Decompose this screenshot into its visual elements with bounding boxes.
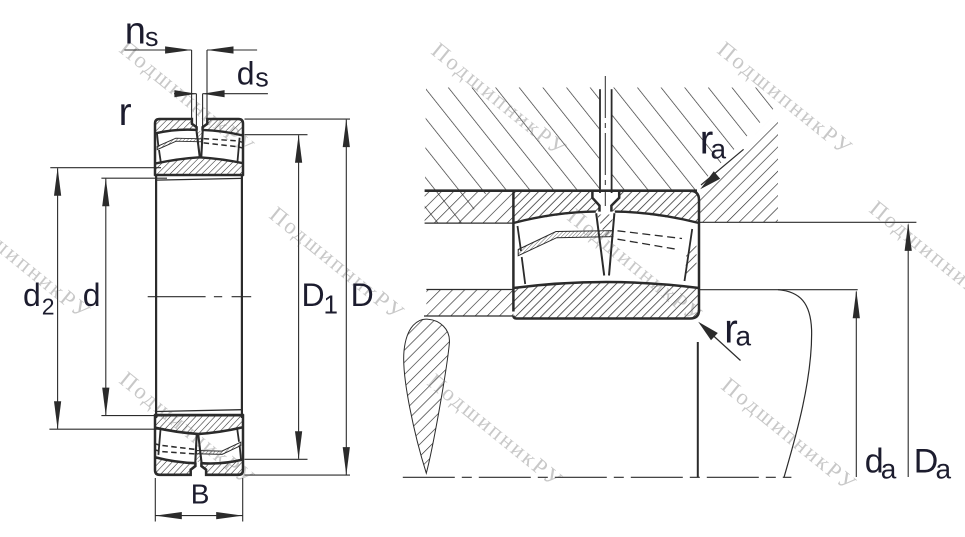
svg-text:s: s bbox=[255, 63, 268, 93]
svg-text:d: d bbox=[23, 277, 41, 313]
svg-text:a: a bbox=[711, 134, 727, 165]
svg-text:n: n bbox=[125, 11, 146, 53]
svg-text:a: a bbox=[936, 454, 952, 485]
svg-text:s: s bbox=[145, 22, 159, 52]
svg-text:d: d bbox=[237, 55, 255, 91]
svg-text:a: a bbox=[881, 454, 897, 485]
svg-text:r: r bbox=[724, 306, 738, 352]
svg-text:d: d bbox=[865, 443, 884, 481]
svg-text:1: 1 bbox=[324, 290, 338, 320]
svg-text:D: D bbox=[914, 443, 939, 481]
svg-text:d: d bbox=[83, 277, 101, 313]
svg-text:r: r bbox=[700, 117, 714, 163]
svg-text:2: 2 bbox=[42, 294, 55, 320]
svg-text:D: D bbox=[302, 277, 325, 313]
svg-text:a: a bbox=[736, 321, 752, 352]
svg-text:B: B bbox=[191, 479, 210, 510]
svg-text:D: D bbox=[351, 277, 374, 313]
svg-text:r: r bbox=[119, 91, 132, 134]
